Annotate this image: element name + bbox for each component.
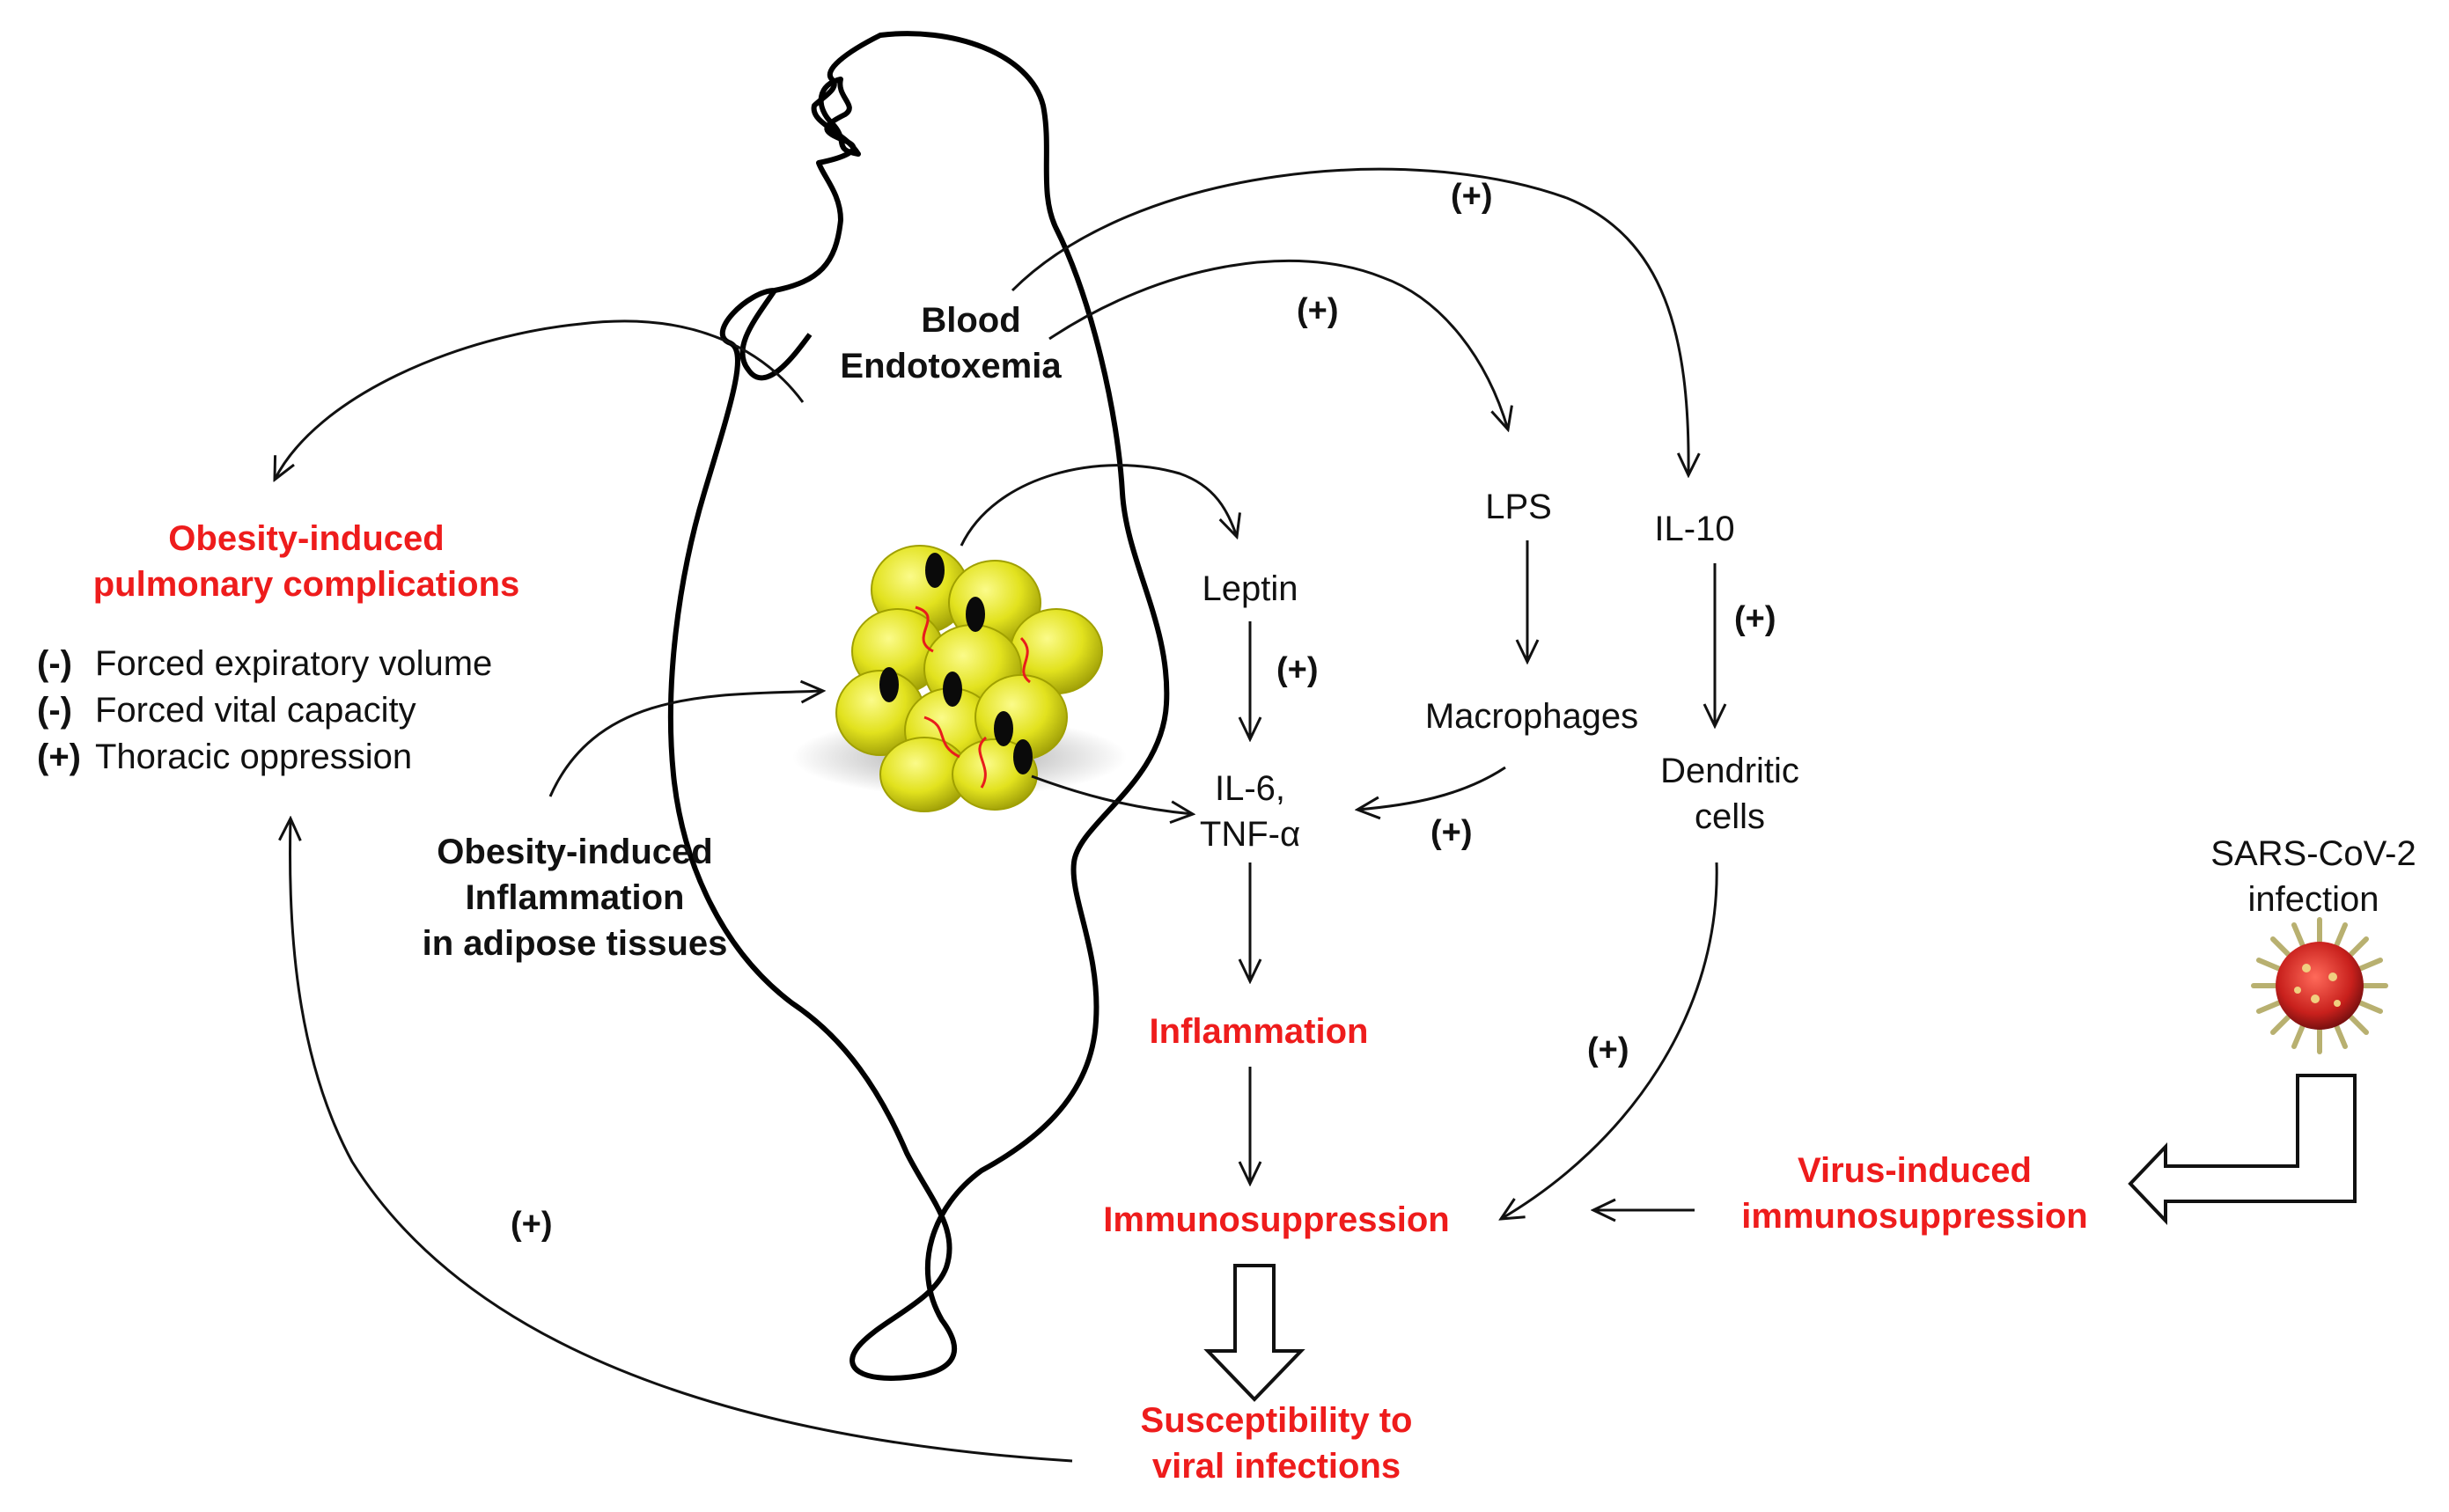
endotoxemia-label: Endotoxemia [840, 347, 1062, 385]
dendritic-label-line2: cells [1694, 797, 1766, 836]
arrow-blood-to-il10 [1011, 167, 1688, 475]
hollow-arrow-virus-to-immunosuppression [2128, 1074, 2357, 1225]
pulmonary-title-line1: Obesity-induced [168, 519, 445, 558]
adipocyte-cluster [792, 545, 1127, 812]
arrow-macrophages-to-il6 [1357, 766, 1506, 810]
silhouette-head [811, 33, 882, 156]
plus-sign-macrophages: (+) [1430, 814, 1473, 851]
virus-immuno-line2: immunosuppression [1741, 1197, 2088, 1236]
pulmonary-effect-item: (-) Forced vital capacity [37, 687, 492, 734]
effect-text: Forced vital capacity [95, 691, 416, 730]
human-silhouette [667, 31, 1170, 1381]
arrow-dendritic-to-immunosuppression [1501, 862, 1718, 1219]
pulmonary-effect-item: (+) Thoracic oppression [37, 734, 492, 781]
susceptibility-line1: Susceptibility to [1140, 1401, 1413, 1440]
sars-label-line2: infection [2247, 880, 2379, 919]
adipose-label-line2: Inflammation [465, 878, 685, 917]
pulmonary-effect-item: (-) Forced expiratory volume [37, 641, 492, 687]
immunosuppression-label: Immunosuppression [1103, 1200, 1450, 1239]
arrow-blood-to-pulmonary [275, 319, 805, 480]
susceptibility-line2: viral infections [1151, 1447, 1401, 1486]
leptin-label: Leptin [1202, 569, 1298, 608]
arrow-susceptibility-to-pulmonary [290, 818, 1073, 1463]
lps-label: LPS [1485, 488, 1552, 526]
effect-sign: (-) [37, 691, 72, 730]
inflammation-label: Inflammation [1149, 1012, 1369, 1051]
arrow-cluster-to-il6 [1031, 774, 1193, 814]
tnf-alpha-label: TNF-α [1199, 815, 1301, 854]
plus-sign-il10-dendritic: (+) [1734, 600, 1776, 637]
pulmonary-effects-list: (-) Forced expiratory volume (-) Forced vi… [37, 641, 492, 781]
effect-text: Thoracic oppression [95, 738, 413, 776]
effect-sign: (-) [37, 644, 72, 683]
adipose-label-line3: in adipose tissues [422, 924, 728, 963]
plus-sign-blood-lps: (+) [1297, 292, 1339, 329]
arrow-blood-to-lps [1048, 259, 1508, 429]
macrophages-label: Macrophages [1424, 697, 1639, 736]
pulmonary-title-line2: pulmonary complications [92, 565, 520, 604]
effect-text: Forced expiratory volume [95, 644, 493, 683]
plus-sign-leptin: (+) [1276, 651, 1319, 688]
effect-sign: (+) [37, 738, 81, 776]
sars-cov-2-virus-icon [2251, 917, 2388, 1054]
arrow-inflammation-label-to-cluster [548, 691, 823, 797]
plus-sign-susceptibility-pulmonary: (+) [511, 1206, 553, 1243]
blood-label: Blood [921, 301, 1021, 340]
dendritic-label-line1: Dendritic [1660, 752, 1799, 790]
il6-label: IL-6, [1214, 769, 1286, 808]
virus-immuno-line1: Virus-induced [1798, 1151, 2032, 1190]
plus-sign-dendritic: (+) [1587, 1031, 1629, 1068]
plus-sign-blood-il10: (+) [1451, 178, 1493, 215]
il10-label: IL-10 [1654, 510, 1735, 548]
silhouette-arm [739, 289, 813, 381]
arrow-cluster-to-leptin [960, 464, 1237, 547]
adipose-label-line1: Obesity-induced [437, 833, 713, 871]
sars-label-line1: SARS-CoV-2 [2210, 834, 2416, 873]
hollow-arrow-to-susceptibility [1203, 1264, 1305, 1402]
